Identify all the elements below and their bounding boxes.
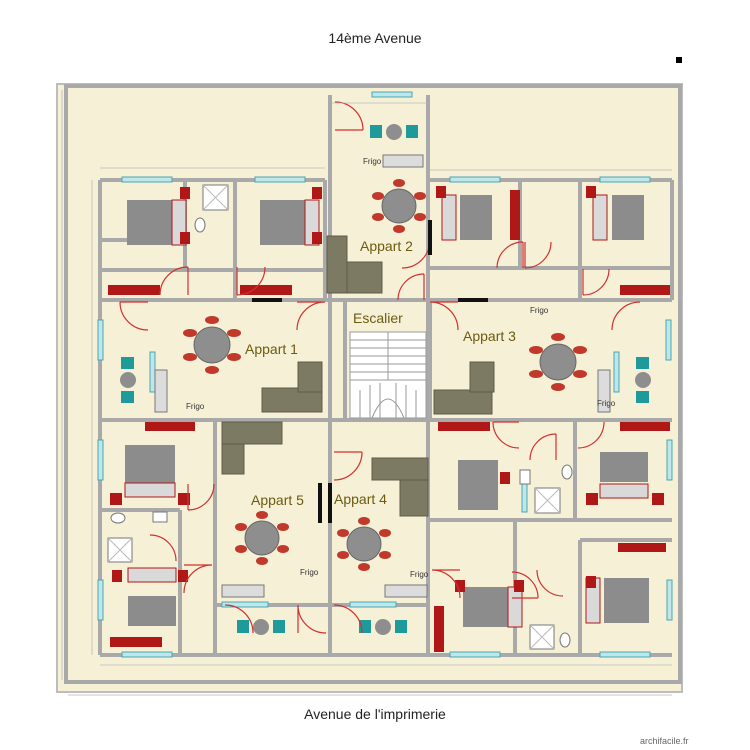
doors [119, 101, 641, 634]
fridge-label: Frigo [300, 568, 319, 577]
fridge-label: Frigo [363, 157, 382, 166]
dimension-lines [61, 90, 683, 696]
room-label-appart-3: Appart 3 [463, 328, 516, 344]
street-name-bottom: Avenue de l'imprimerie [304, 706, 446, 722]
north-marker [676, 57, 682, 63]
bathrooms [107, 184, 573, 650]
room-label-stairs: Escalier [353, 310, 403, 326]
room-label-appart-1: Appart 1 [245, 341, 298, 357]
dining-table-a4 [337, 517, 391, 571]
dining-table-a5 [235, 511, 289, 565]
beds [124, 194, 649, 628]
dining-table-a2 [372, 179, 426, 233]
walls [98, 95, 674, 657]
windows [97, 91, 673, 658]
watermark: archifacile.fr [640, 736, 689, 746]
sofas [221, 235, 495, 517]
fridge-label: Frigo [597, 399, 616, 408]
entry-thresholds [252, 220, 488, 523]
room-label-appart-2: Appart 2 [360, 238, 413, 254]
street-name-top: 14ème Avenue [328, 30, 422, 46]
staircase [349, 331, 427, 419]
fridge-label: Frigo [530, 306, 549, 315]
wardrobes [108, 186, 670, 652]
room-label-appart-4: Appart 4 [334, 491, 387, 507]
fridge-label: Frigo [410, 570, 429, 579]
dining-table-a3 [529, 333, 587, 391]
dining-table-a1 [183, 316, 241, 374]
kitchen-counters [154, 154, 611, 598]
kitchen-tables [120, 124, 651, 635]
room-label-appart-5: Appart 5 [251, 492, 304, 508]
fridge-label: Frigo [186, 402, 205, 411]
